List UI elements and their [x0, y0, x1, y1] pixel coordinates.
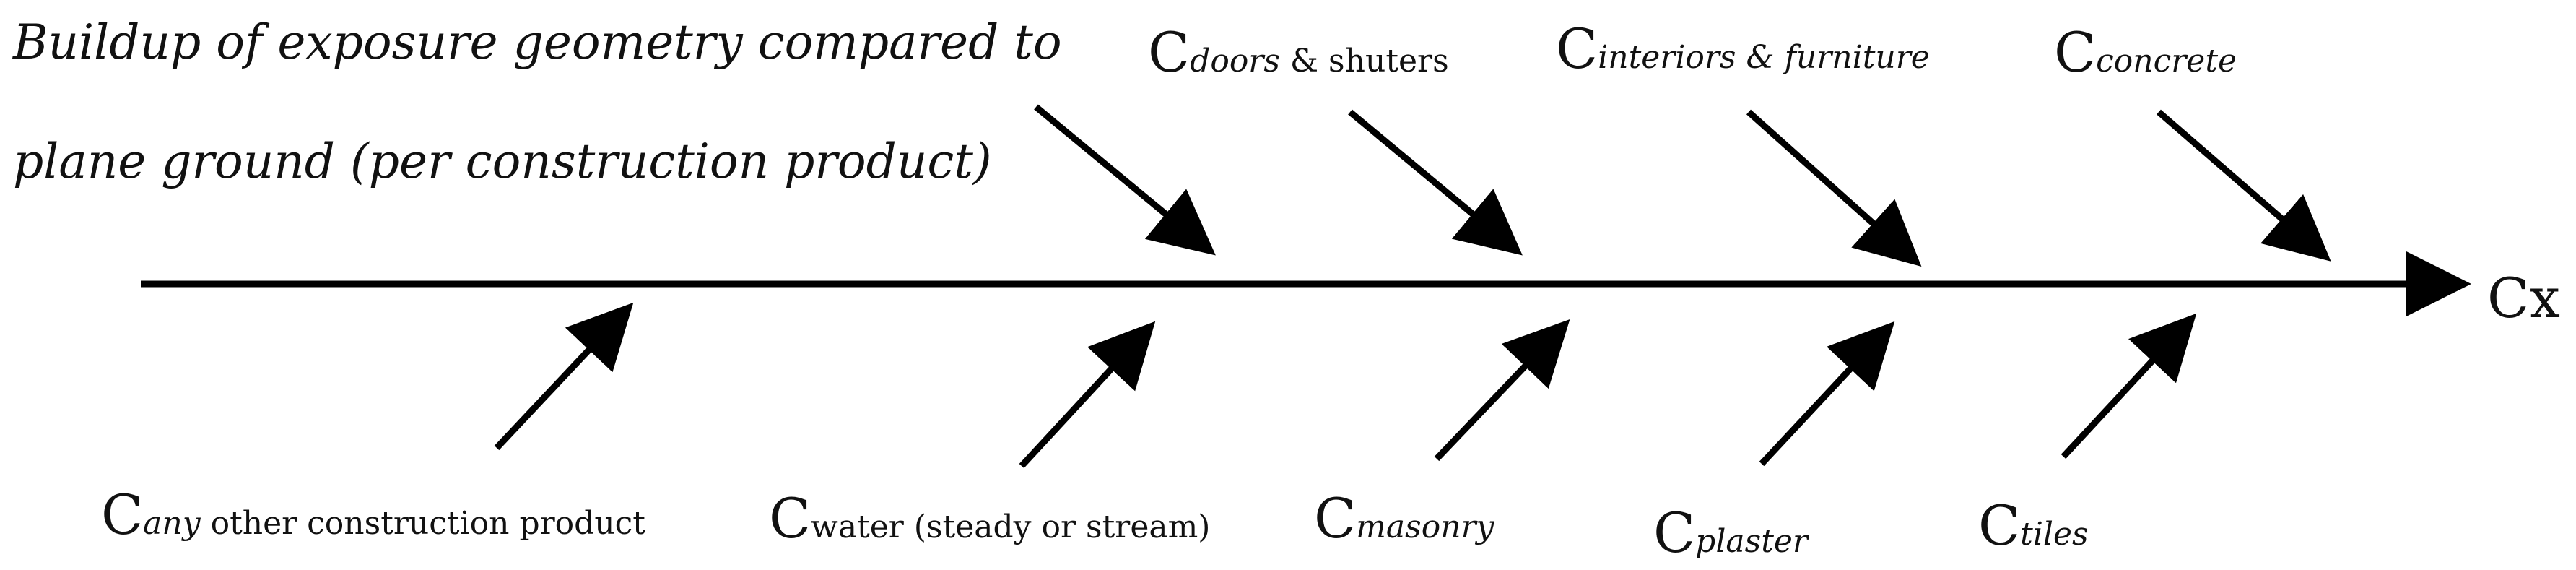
arrow-plaster [1759, 321, 1895, 467]
arrow-interiors [1348, 109, 1523, 256]
cause-label-doors: Cdoors & shuters [1148, 20, 1449, 85]
arrow-tiles [2061, 313, 2197, 459]
arrow-any [494, 302, 634, 451]
diagram-title-line2: plane ground (per construction product) [13, 134, 992, 189]
cause-label-water: Cwater (steady or stream) [769, 486, 1211, 550]
cause-label-tiles: Ctiles [1978, 493, 2089, 558]
output-label: Cx [2487, 266, 2561, 330]
cause-label-any: Cany other construction product [101, 483, 645, 547]
arrow-plaster-top [1746, 109, 1922, 267]
cause-label-interiors: Cinteriors & furniture [1556, 17, 1930, 81]
arrow-masonry [1434, 319, 1570, 462]
cause-label-plaster: Cplaster [1653, 501, 1808, 565]
diagram-title-line1: Buildup of exposure geometry compared to [13, 14, 1062, 70]
cause-label-concrete: Cconcrete [2054, 20, 2237, 85]
arrow-water [1019, 321, 1156, 469]
arrow-doors [1034, 104, 1216, 256]
cause-label-masonry: Cmasonry [1314, 486, 1494, 550]
arrow-concrete [2157, 109, 2331, 262]
